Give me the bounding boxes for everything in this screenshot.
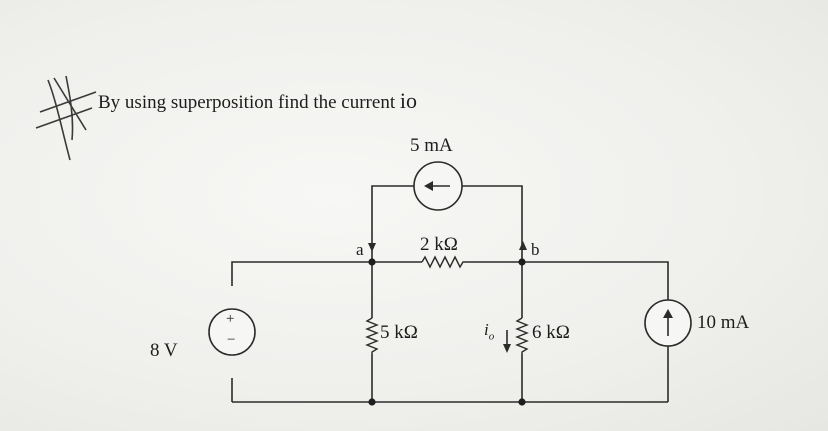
label-10ma: 10 mA	[697, 312, 750, 333]
plus-icon: +	[226, 311, 235, 327]
label-node-b: b	[531, 240, 540, 259]
minus-icon: −	[227, 332, 236, 348]
arrow-down-icon	[368, 243, 376, 252]
label-2k: 2 kΩ	[420, 234, 458, 255]
label-current-io: io	[484, 320, 494, 342]
node-a-dot	[368, 258, 376, 266]
current-symbol: io	[399, 88, 417, 113]
resistor-5k	[365, 317, 379, 354]
label-6k: 6 kΩ	[532, 322, 570, 343]
current-io-arrow-icon	[503, 330, 511, 353]
arrow-up-icon	[519, 241, 527, 250]
label-current-io-i: i	[484, 320, 489, 339]
problem-statement: By using superposition find the current …	[98, 88, 417, 114]
resistor-6k	[515, 317, 529, 354]
arrow-up-icon	[663, 309, 673, 336]
cross-mark-icon	[35, 75, 97, 161]
label-5ma: 5 mA	[410, 135, 453, 156]
problem-text: By using superposition find the current	[98, 92, 400, 113]
arrow-left-icon	[424, 181, 450, 191]
voltage-source-8v	[208, 308, 256, 356]
wire-top-rail	[231, 261, 669, 300]
label-node-a: a	[356, 240, 364, 259]
resistor-2k	[421, 255, 466, 269]
node-bottom-right-dot	[518, 398, 526, 406]
label-current-io-sub: o	[488, 330, 495, 343]
node-b-dot	[518, 258, 526, 266]
label-8v: 8 V	[150, 340, 178, 361]
label-5k: 5 kΩ	[380, 322, 418, 343]
wire-top-branch	[371, 185, 523, 262]
node-bottom-left-dot	[368, 398, 376, 406]
